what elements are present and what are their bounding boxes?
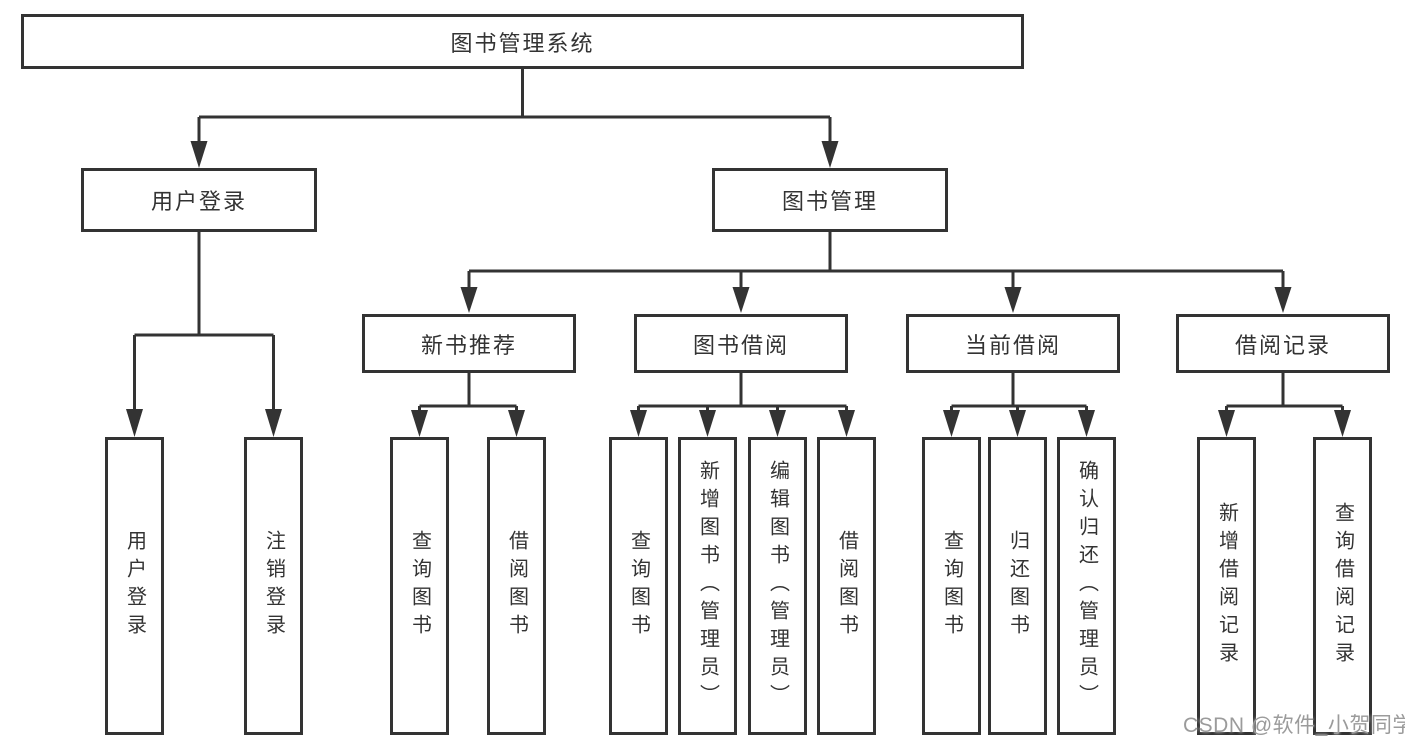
node-new-book-recommendation: 新书推荐 — [362, 314, 576, 373]
node-library-system: 图书管理系统 — [21, 14, 1024, 69]
leaf-query-borrow-record: 查询借阅记录 — [1313, 437, 1372, 735]
node-book-borrowing: 图书借阅 — [634, 314, 848, 373]
csdn-watermark: CSDN @软件_小贺同学 — [1183, 714, 1405, 737]
node-book-management: 图书管理 — [712, 168, 948, 232]
leaf-user-login: 用户登录 — [105, 437, 164, 735]
leaf-logout: 注销登录 — [244, 437, 303, 735]
node-borrowing-records: 借阅记录 — [1176, 314, 1390, 373]
leaf-query-books-borrowing: 查询图书 — [609, 437, 668, 735]
leaf-edit-books-admin: 编辑图书（管理员） — [748, 437, 807, 735]
leaf-query-books-recommend: 查询图书 — [390, 437, 449, 735]
leaf-add-borrow-record: 新增借阅记录 — [1197, 437, 1256, 735]
leaf-confirm-return-admin: 确认归还（管理员） — [1057, 437, 1116, 735]
leaf-borrow-books-recommend: 借阅图书 — [487, 437, 546, 735]
leaf-return-books: 归还图书 — [988, 437, 1047, 735]
leaf-borrow-books-borrowing: 借阅图书 — [817, 437, 876, 735]
leaf-add-books-admin: 新增图书（管理员） — [678, 437, 737, 735]
leaf-query-books-current: 查询图书 — [922, 437, 981, 735]
node-user-login: 用户登录 — [81, 168, 317, 232]
node-current-borrowing: 当前借阅 — [906, 314, 1120, 373]
